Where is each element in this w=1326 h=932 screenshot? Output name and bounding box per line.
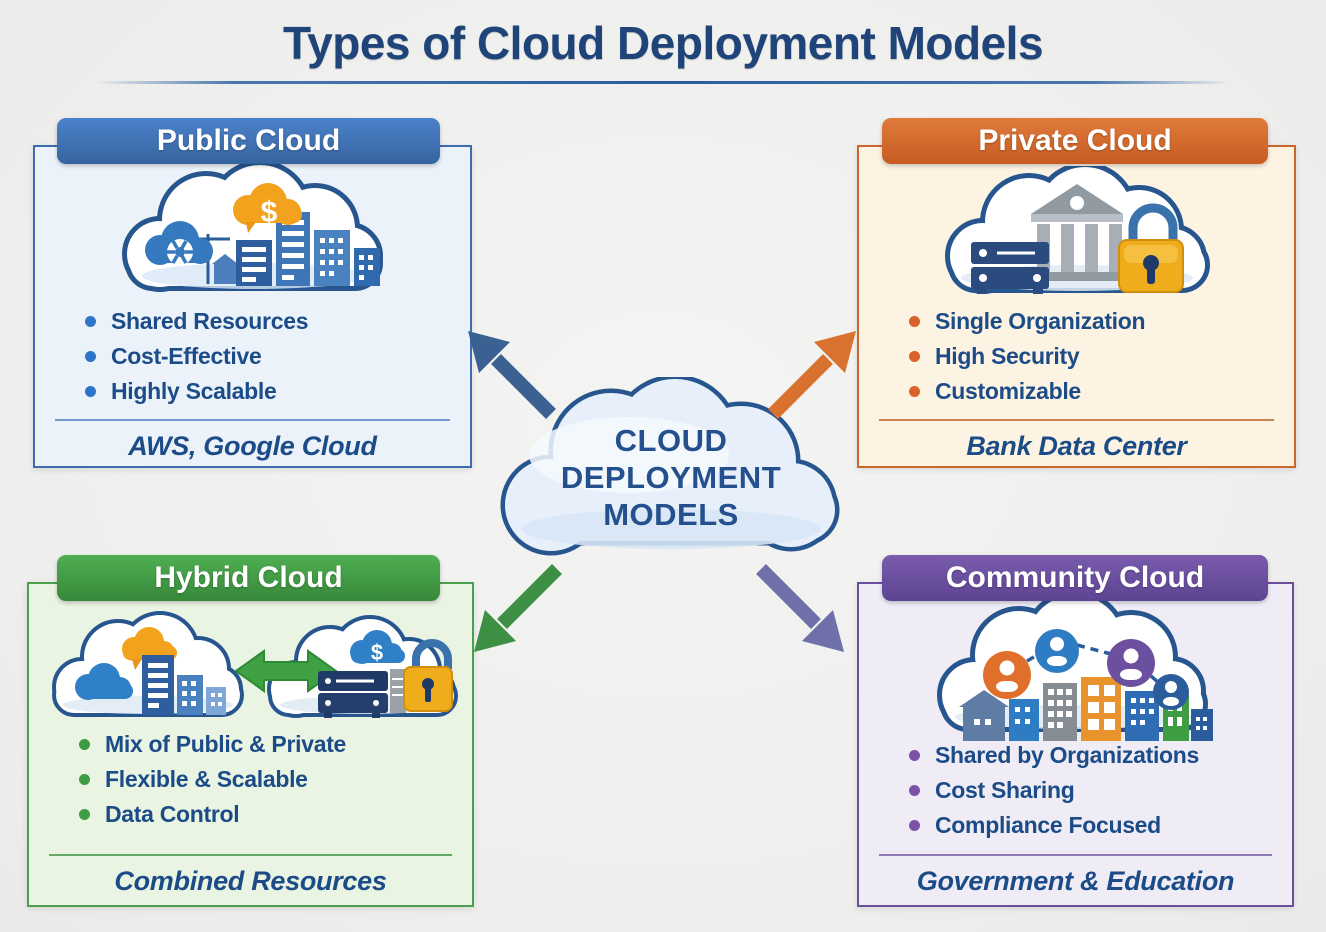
gear-cloud-icon xyxy=(144,221,213,265)
title-underline xyxy=(96,81,1230,84)
person-avatar-navy xyxy=(1152,674,1189,710)
community-cloud-card: Community Cloud xyxy=(857,555,1294,907)
bullet-dot xyxy=(909,316,920,327)
list-item: Shared Resources xyxy=(85,304,308,339)
page-title: Types of Cloud Deployment Models xyxy=(282,17,1044,69)
bullet-dot xyxy=(85,351,96,362)
bank-server-padlock-cloud-icon xyxy=(927,166,1227,294)
community-cloud-example: Government & Education xyxy=(916,866,1235,896)
network-links xyxy=(1025,643,1161,686)
bullet-dot xyxy=(909,386,920,397)
bullet-dot xyxy=(79,739,90,750)
hybrid-cloud-header: Hybrid Cloud xyxy=(57,555,440,601)
bullet-dot xyxy=(85,316,96,327)
hybrid-cloud-example: Combined Resources xyxy=(114,866,387,896)
people-network-buildings-cloud-icon xyxy=(921,595,1213,741)
person-avatar-orange xyxy=(982,651,1031,699)
padlock-icon xyxy=(402,639,453,712)
private-cloud-example: Bank Data Center xyxy=(966,431,1187,461)
hybrid-cloud-bullets: Mix of Public & Private Flexible & Scala… xyxy=(79,727,346,832)
private-cloud-card: Private Cloud xyxy=(857,118,1296,468)
bullet-text: Cost Sharing xyxy=(935,777,1075,803)
bullet-dot xyxy=(79,774,90,785)
list-item: Highly Scalable xyxy=(85,374,308,409)
list-item: High Security xyxy=(909,339,1145,374)
card-divider xyxy=(879,419,1274,421)
private-cloud-bullets: Single Organization High Security Custom… xyxy=(909,304,1146,409)
list-item: Compliance Focused xyxy=(909,808,1199,843)
svg-text:$: $ xyxy=(370,640,382,665)
list-item: Flexible & Scalable xyxy=(79,762,346,797)
dollar-cloud-icon: $ xyxy=(232,183,302,233)
list-item: Data Control xyxy=(79,797,346,832)
server-icon xyxy=(317,671,388,718)
bullet-text: Mix of Public & Private xyxy=(105,731,347,757)
list-item: Single Organization xyxy=(909,304,1146,339)
card-divider xyxy=(49,854,452,856)
arrow-to-community-icon xyxy=(756,564,844,652)
card-divider xyxy=(879,854,1272,856)
linked-public-private-clouds-icon: $ xyxy=(36,607,466,718)
list-item: Cost Sharing xyxy=(909,773,1199,808)
bullet-dot xyxy=(79,809,90,820)
blue-cloud-icon xyxy=(74,663,133,700)
bullet-text: High Security xyxy=(935,343,1080,369)
bullet-dot xyxy=(909,820,920,831)
bullet-text: Cost-Effective xyxy=(111,343,262,369)
cloud-shape-icon xyxy=(479,377,863,571)
bullet-text: Flexible & Scalable xyxy=(105,766,308,792)
bullet-text: Shared by Organizations xyxy=(935,742,1200,768)
server-icon xyxy=(970,242,1049,294)
bullet-text: Compliance Focused xyxy=(935,812,1161,838)
orange-cloud-icon xyxy=(121,627,177,661)
bullet-text: Single Organization xyxy=(935,308,1146,334)
card-divider xyxy=(55,419,450,421)
community-cloud-bullets: Shared by Organizations Cost Sharing Com… xyxy=(909,738,1199,843)
hybrid-cloud-card: Hybrid Cloud xyxy=(27,555,474,907)
arrow-to-public-icon xyxy=(468,331,556,419)
list-item: Shared by Organizations xyxy=(909,738,1199,773)
public-cloud-bullets: Shared Resources Cost-Effective Highly S… xyxy=(85,304,308,409)
list-item: Mix of Public & Private xyxy=(79,727,346,762)
private-cloud-header: Private Cloud xyxy=(882,118,1268,164)
public-cloud-header: Public Cloud xyxy=(57,118,440,164)
bullet-text: Highly Scalable xyxy=(111,378,277,404)
bullet-text: Data Control xyxy=(105,801,240,827)
community-cloud-header: Community Cloud xyxy=(882,555,1268,601)
bullet-dot xyxy=(85,386,96,397)
padlock-icon xyxy=(1117,203,1184,293)
person-avatar-blue xyxy=(1034,629,1079,673)
center-cloud: CLOUD DEPLOYMENT MODELS xyxy=(479,377,863,571)
dollar-cloud-icon xyxy=(349,630,405,664)
bullet-text: Customizable xyxy=(935,378,1081,404)
public-cloud-card: Public Cloud xyxy=(33,118,472,468)
arrow-to-hybrid-icon xyxy=(474,564,562,652)
city-buildings-dollar-cloud-icon: $ xyxy=(108,164,398,296)
svg-text:$: $ xyxy=(260,196,277,229)
bullet-dot xyxy=(909,785,920,796)
bullet-text: Shared Resources xyxy=(111,308,309,334)
bullet-dot xyxy=(909,351,920,362)
arrow-to-private-icon xyxy=(768,331,856,419)
center-cloud-label: CLOUD DEPLOYMENT MODELS xyxy=(560,422,782,532)
person-avatar-purple xyxy=(1106,639,1155,687)
list-item: Cost-Effective xyxy=(85,339,308,374)
bullet-dot xyxy=(909,750,920,761)
list-item: Customizable xyxy=(909,374,1145,409)
public-cloud-example: AWS, Google Cloud xyxy=(128,431,377,461)
